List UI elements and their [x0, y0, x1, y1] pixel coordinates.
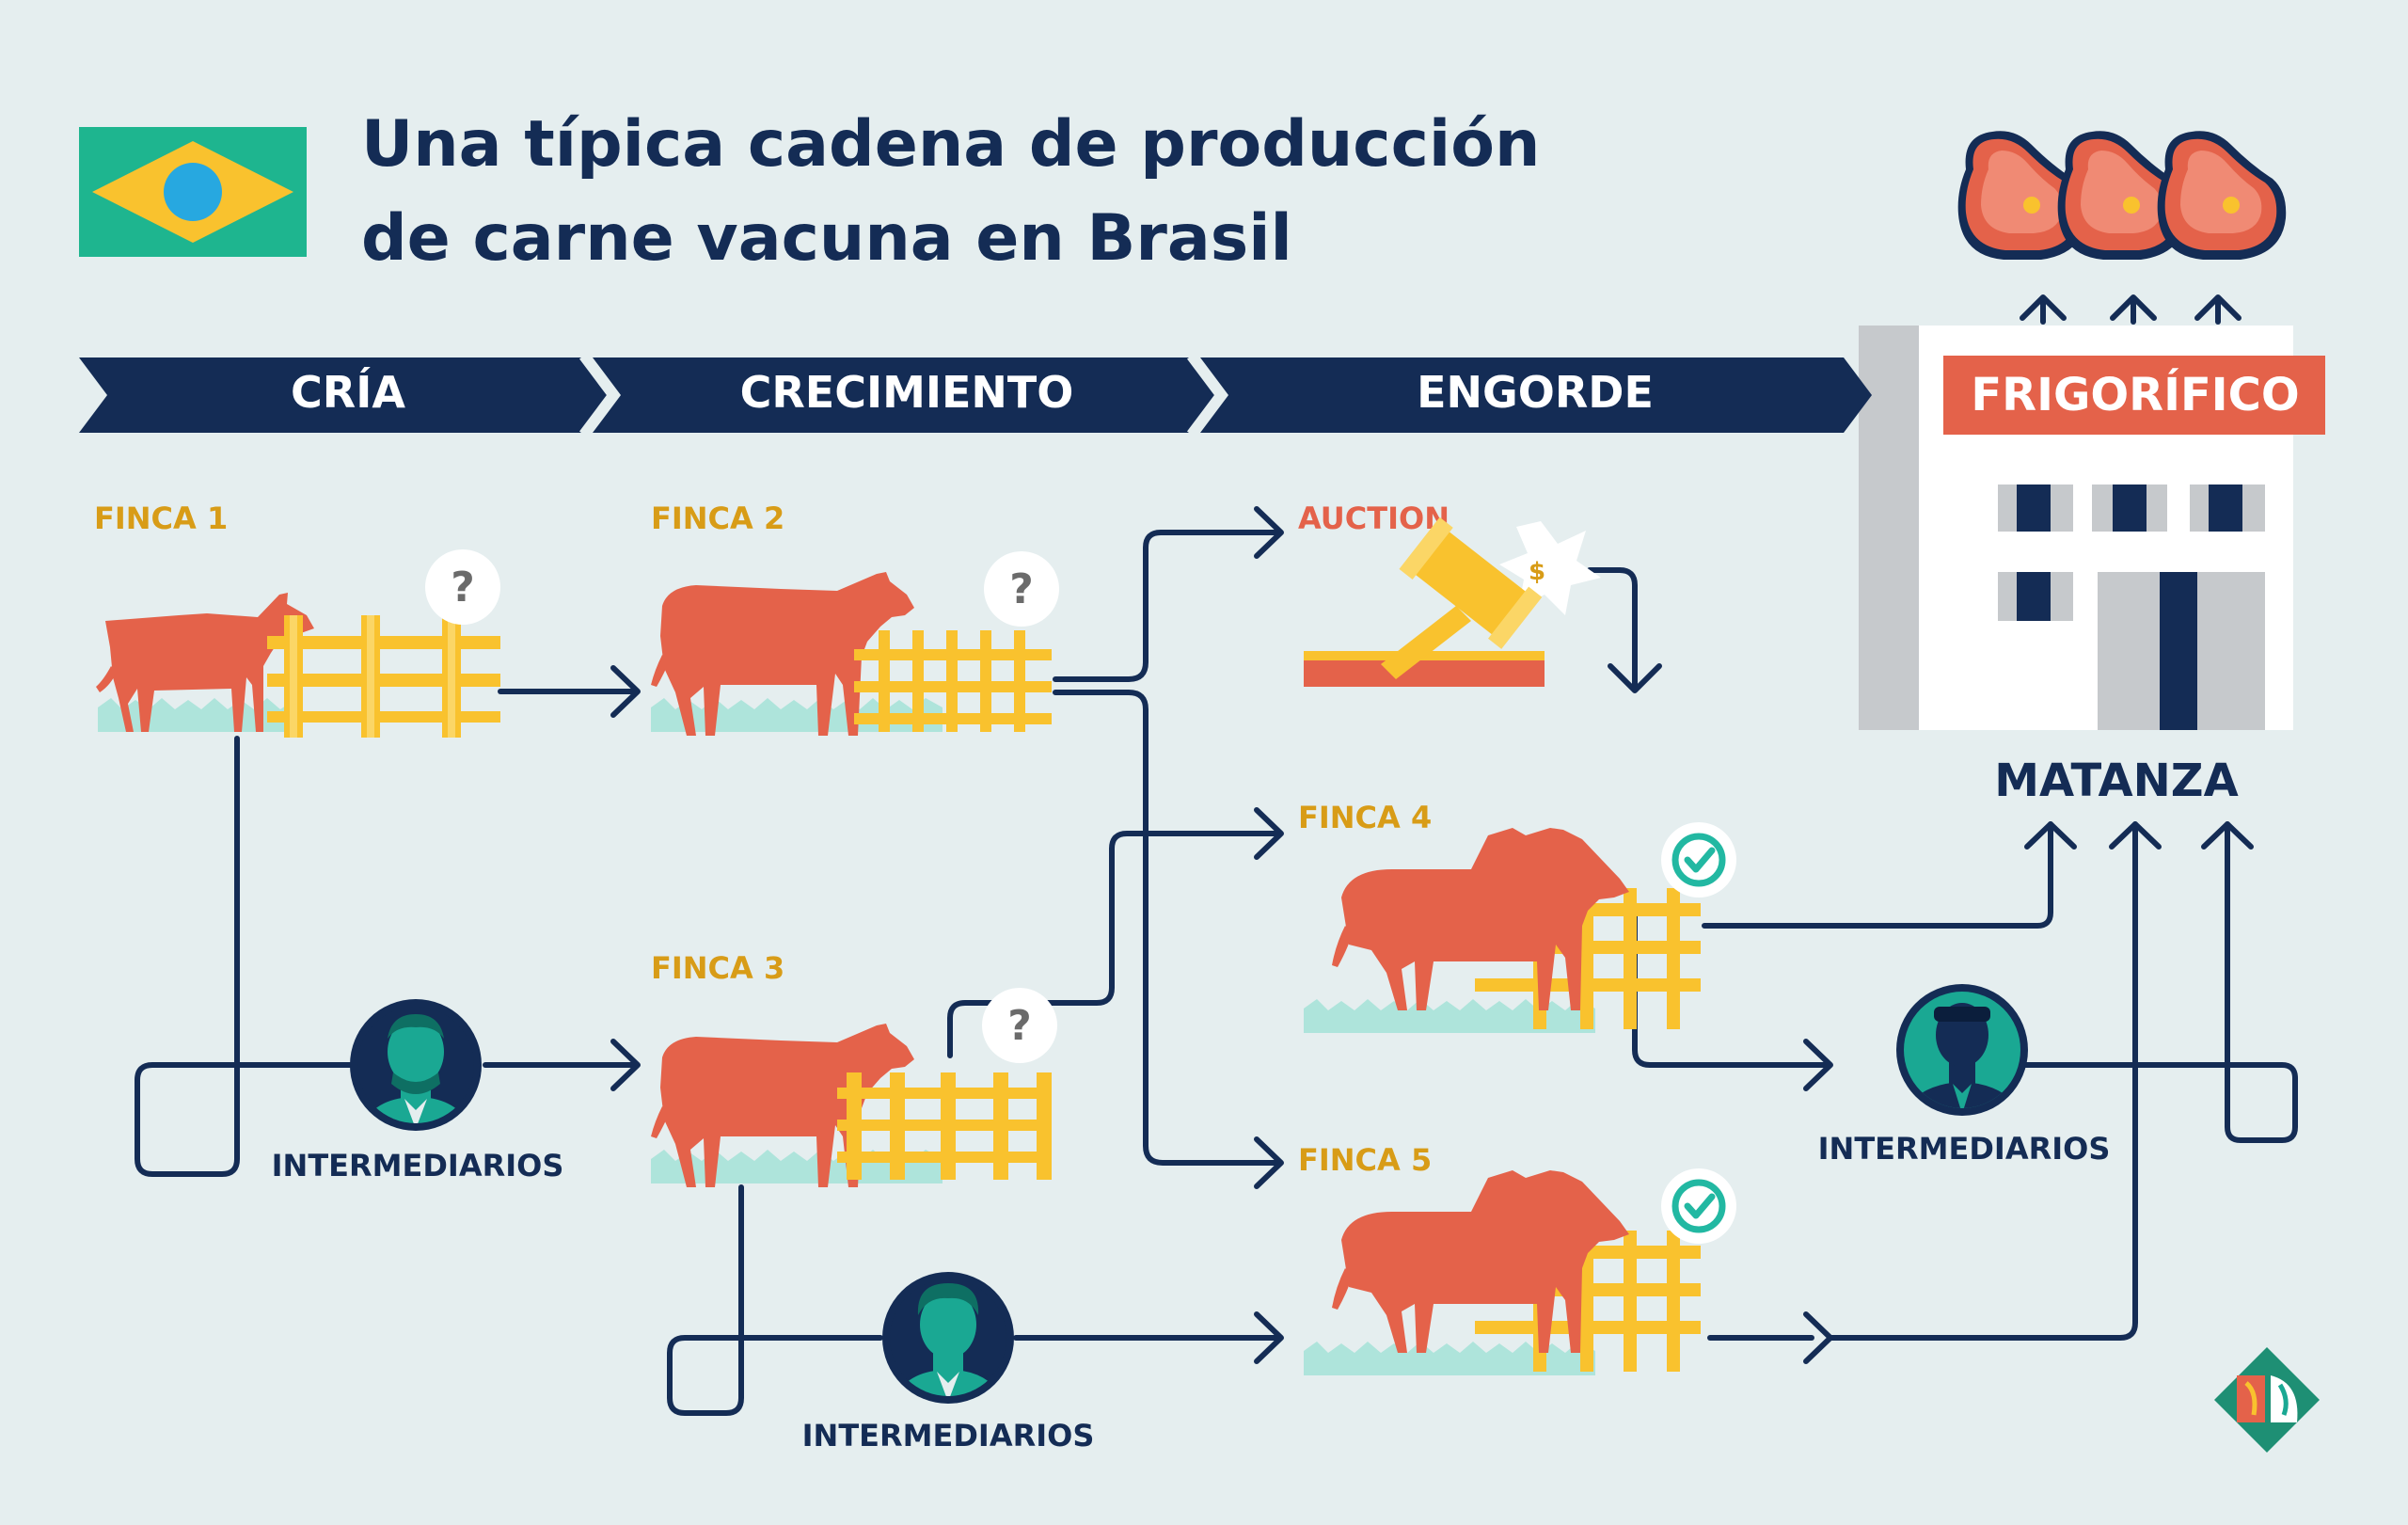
flow-finca3-to-finca4: [947, 831, 1282, 1058]
fence-icon: [267, 615, 500, 738]
grass-decoration: [1304, 999, 1595, 1033]
question-mark-icon: [984, 551, 1059, 627]
flow-finca4-to-slaughter: [1702, 821, 2053, 929]
question-mark-icon: [425, 549, 500, 625]
intermediary-label-3: INTERMEDIARIOS: [1818, 1131, 2111, 1167]
title-line-2: de carne vacuna en Brasil: [361, 201, 1292, 276]
question-mark-icon: [982, 988, 1057, 1063]
fence-icon: [854, 630, 1052, 732]
check-circle-icon: [1661, 1168, 1736, 1244]
stage-label-engorde: ENGORDE: [1417, 367, 1654, 418]
intermediary-label-1: INTERMEDIARIOS: [272, 1148, 564, 1183]
brazil-flag-icon: [79, 127, 307, 257]
flow-finca2-to-auction: [1053, 530, 1282, 682]
flow-lines: [135, 294, 2298, 1416]
node-label-finca-5: FINCA 5: [1298, 1142, 1432, 1178]
node-label-finca-4: FINCA 4: [1298, 800, 1432, 835]
intermediary-person-icon: [1896, 984, 2028, 1116]
slaughterhouse-sign: [1943, 356, 2325, 435]
slaughterhouse-label: FRIGORÍFICO: [1971, 368, 2299, 421]
flow-finca3-to-finca5: [667, 1184, 883, 1416]
stage-banner: [79, 356, 1872, 435]
grass-decoration: [1304, 1342, 1595, 1375]
stage-label-crecimiento: CRECIMIENTO: [740, 367, 1074, 418]
node-label-finca-3: FINCA 3: [651, 950, 784, 986]
intermediary-label-2: INTERMEDIARIOS: [802, 1418, 1095, 1454]
auction-gavel-icon: $: [1304, 516, 1601, 687]
node-label-finca-2: FINCA 2: [651, 500, 784, 536]
node-label-finca-1: FINCA 1: [94, 500, 228, 536]
dollar-icon: $: [1529, 558, 1545, 586]
stage-label-cria: CRÍA: [291, 367, 405, 418]
slaughterhouse-building: [1859, 326, 2293, 730]
slaughter-caption: MATANZA: [1994, 755, 2238, 807]
flow-finca4-to-intermediaries: [1632, 902, 1831, 1068]
meat-steak-icon: [2157, 131, 2287, 260]
intermediary-person-icon: [350, 999, 482, 1131]
flow-auction-to-finca4: [1587, 567, 1638, 691]
flow-finca1-to-finca3: [135, 736, 358, 1177]
publisher-logo-icon: [2214, 1347, 2320, 1453]
title-line-1: Una típica cadena de producción: [361, 107, 1540, 182]
flow-finca2-to-finca5: [1053, 690, 1282, 1166]
check-circle-icon: [1661, 822, 1736, 898]
intermediary-person-icon: [882, 1272, 1014, 1404]
node-label-auction: AUCTION: [1298, 500, 1450, 536]
